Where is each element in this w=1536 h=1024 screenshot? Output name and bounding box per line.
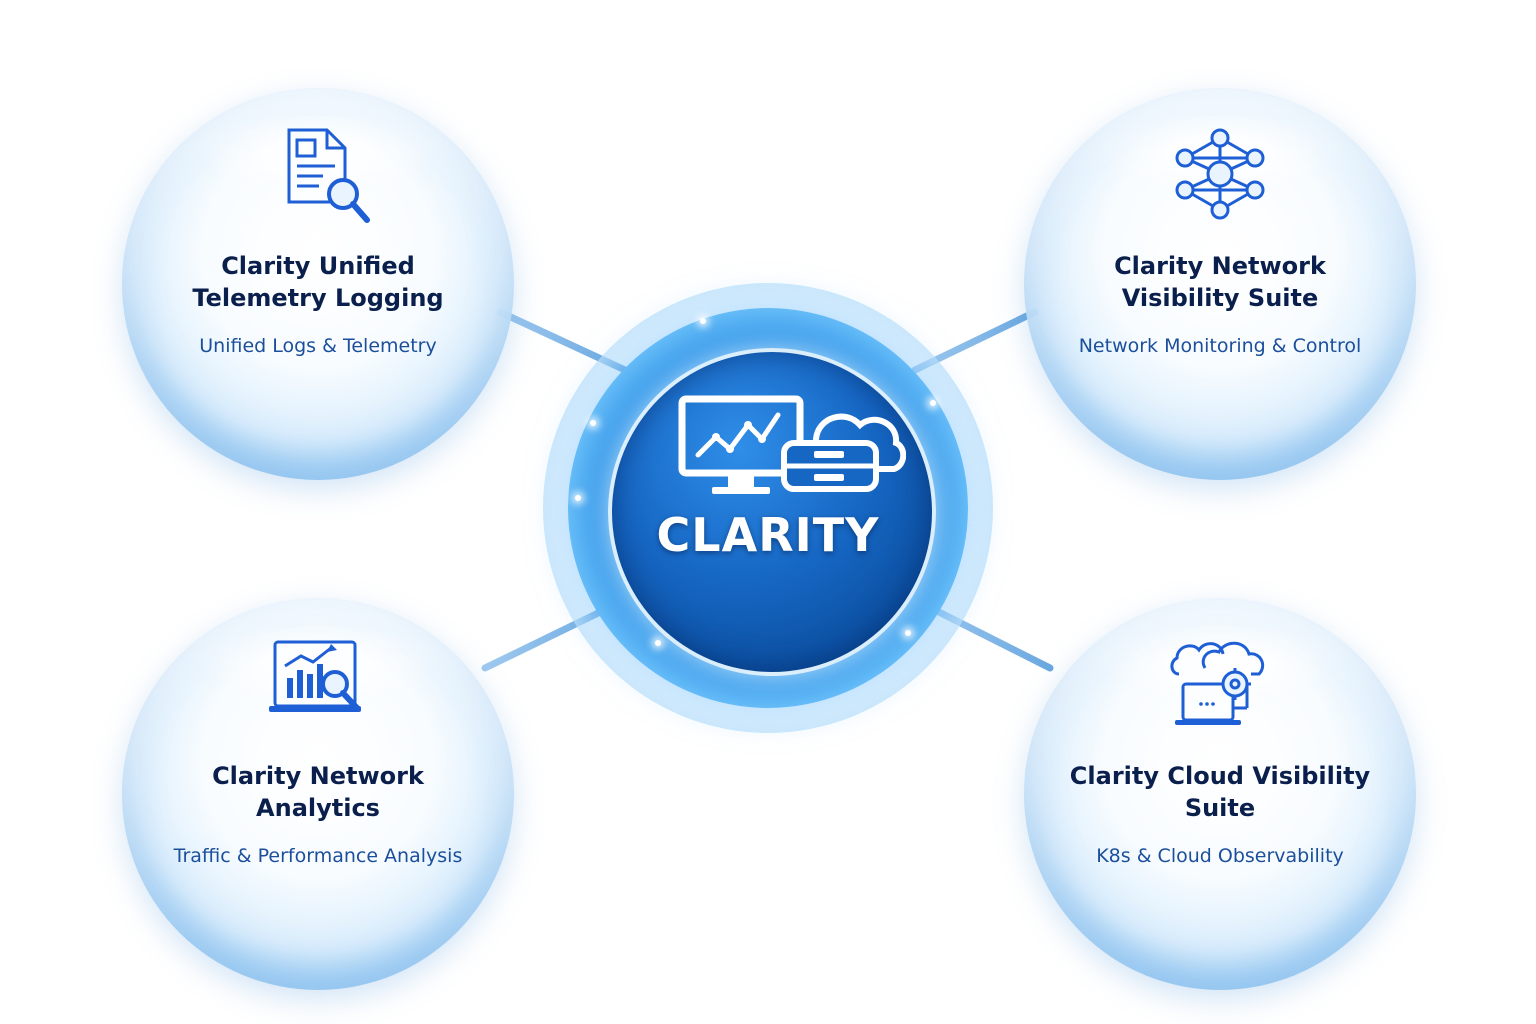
node-title: Clarity Unified Telemetry Logging — [192, 252, 444, 312]
document-search-icon — [287, 128, 370, 223]
sparkle — [575, 495, 581, 501]
node-subtitle: Unified Logs & Telemetry — [199, 335, 437, 357]
sparkle — [590, 420, 596, 426]
node-telemetry-logging: Clarity Unified Telemetry Logging Unifie… — [122, 88, 514, 480]
node-network-analytics: Clarity Network Analytics Traffic & Perf… — [122, 598, 514, 990]
cloud-laptop-gear-icon — [1170, 641, 1265, 725]
node-subtitle: K8s & Cloud Observability — [1096, 845, 1344, 867]
sparkle — [700, 318, 706, 324]
hub-core — [608, 348, 936, 676]
monitor-chart-cloud-server-icon — [678, 395, 906, 494]
node-subtitle: Network Monitoring & Control — [1078, 335, 1362, 357]
node-title: Clarity Network Analytics — [212, 762, 424, 822]
node-title: Clarity Network Visibility Suite — [1114, 252, 1326, 312]
hub-label: CLARITY — [656, 508, 880, 562]
sparkle — [655, 640, 661, 646]
sparkle — [930, 400, 936, 406]
node-title: Clarity Cloud Visibility Suite — [1069, 762, 1371, 822]
analytics-chart-search-icon — [269, 640, 361, 712]
network-nodes-icon — [1175, 128, 1265, 220]
sparkle — [905, 630, 911, 636]
node-subtitle: Traffic & Performance Analysis — [173, 845, 463, 867]
node-cloud-visibility: Clarity Cloud Visibility Suite K8s & Clo… — [1024, 598, 1416, 990]
node-network-visibility: Clarity Network Visibility Suite Network… — [1024, 88, 1416, 480]
